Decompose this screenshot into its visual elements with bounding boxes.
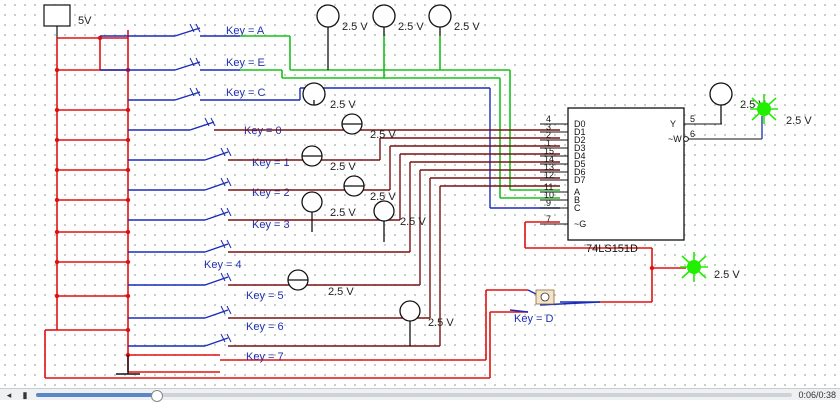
- probe-top-2: [372, 4, 396, 28]
- circuit-schematic: 5V: [43, 4, 812, 379]
- switch-key-d[interactable]: Key = D: [514, 313, 553, 325]
- probe-top-1: [316, 4, 340, 28]
- switch-key-5[interactable]: Key = 5: [246, 290, 284, 302]
- switch-key-e[interactable]: Key = E: [226, 57, 265, 69]
- switch-key-4[interactable]: Key = 4: [204, 259, 242, 271]
- pin-num-d5: 14: [544, 154, 554, 164]
- probe-label-5: 2.5 V: [370, 129, 396, 141]
- switch-key-0[interactable]: Key = 0: [244, 125, 282, 137]
- media-player-bar: ◂ ▮ 0:06/0:38: [0, 388, 840, 402]
- pin-num-d1: 3: [546, 122, 551, 132]
- switch-key-1[interactable]: Key = 1: [252, 157, 290, 169]
- pin-num-c: 9: [546, 198, 551, 208]
- probe-top-3: [428, 4, 452, 28]
- switch-key-3[interactable]: Key = 3: [252, 219, 290, 231]
- multiplexer-chip[interactable]: 4 D0 3 D1 2 D2 1 D3 15 D4 14 D5 13 D6 12…: [540, 107, 762, 255]
- pin-name-d4: D4: [574, 151, 586, 161]
- led-enable: [680, 252, 708, 282]
- data-wires: [214, 129, 560, 347]
- probe-label-4: 2.5 V: [330, 99, 356, 111]
- pin-name-d0: D0: [574, 119, 586, 129]
- probe-3: [301, 191, 323, 213]
- pin-name-d2: D2: [574, 135, 586, 145]
- pin-name-w: ~W: [668, 134, 682, 144]
- pin-num-d4: 15: [544, 146, 554, 156]
- pin-name-a: A: [574, 187, 580, 197]
- ground-symbol: [116, 355, 140, 375]
- probe-label-6: 2.5 V: [330, 161, 356, 173]
- switch-key-2[interactable]: Key = 2: [252, 187, 290, 199]
- probe-out: [709, 82, 733, 106]
- pin-name-d6: D6: [574, 167, 586, 177]
- pin-num-d0: 4: [546, 114, 551, 124]
- pin-name-b: B: [574, 195, 580, 205]
- pin-name-d5: D5: [574, 159, 586, 169]
- probe-label-14: 2.5 V: [714, 269, 740, 281]
- pin-name-d3: D3: [574, 143, 586, 153]
- seek-bar-progress: [36, 392, 156, 397]
- switch-key-7[interactable]: Key = 7: [246, 351, 284, 363]
- probe-label-8: 2.5 V: [330, 207, 356, 219]
- pin-name-d1: D1: [574, 127, 586, 137]
- switch-key-6[interactable]: Key = 6: [246, 321, 284, 333]
- pin-num-w: 6: [690, 129, 695, 139]
- volume-icon[interactable]: ◂: [6, 389, 12, 400]
- pin-num-b: 10: [544, 190, 554, 200]
- voltage-source-box[interactable]: [43, 4, 71, 27]
- switch-key-a[interactable]: Key = A: [226, 25, 265, 37]
- probe-label-1: 2.5 V: [342, 21, 368, 33]
- probe-label-11: 2.5 V: [428, 317, 454, 329]
- probe-label-10: 2.5 V: [328, 286, 354, 298]
- side-switch[interactable]: [535, 289, 555, 305]
- pin-num-d6: 13: [544, 162, 554, 172]
- switch-marks: [189, 23, 232, 343]
- pin-name-y: Y: [670, 119, 676, 129]
- led-output: [750, 94, 778, 139]
- seek-bar[interactable]: [36, 389, 793, 402]
- switch-key-c[interactable]: Key = C: [226, 87, 265, 99]
- pin-name-c: C: [574, 203, 581, 213]
- supply-voltage-label: 5V: [78, 15, 92, 27]
- pin-name-g: ~G: [574, 219, 586, 229]
- probe-6: [399, 300, 421, 322]
- playback-time: 0:06/0:38: [798, 389, 836, 400]
- probe-label-13: 2.5 V: [786, 115, 812, 127]
- pin-name-d7: D7: [574, 175, 586, 185]
- pin-num-d7: 12: [544, 170, 554, 180]
- chip-part-name: 74LS151D: [586, 243, 638, 255]
- probe-label-3: 2.5 V: [454, 21, 480, 33]
- switch-bank: [100, 27, 601, 347]
- pin-num-g: 7: [546, 214, 551, 224]
- pause-icon[interactable]: ▮: [22, 389, 28, 400]
- probe-labels: 2.5 V 2.5 V 2.5 V 2.5 V 2.5 V 2.5 V 2.5 …: [328, 21, 812, 329]
- probe-3b: [373, 200, 395, 222]
- pin-num-d2: 2: [546, 130, 551, 140]
- select-wire-c: [240, 87, 600, 303]
- probe-label-9: 2.5 V: [400, 216, 426, 228]
- pin-num-y: 5: [690, 114, 695, 124]
- pin-num-a: 11: [544, 182, 553, 192]
- voltage-probes: [287, 4, 733, 346]
- pin-num-d3: 1: [546, 138, 551, 148]
- probe-label-2: 2.5 V: [398, 21, 424, 33]
- probe-label-7: 2.5 V: [370, 191, 396, 203]
